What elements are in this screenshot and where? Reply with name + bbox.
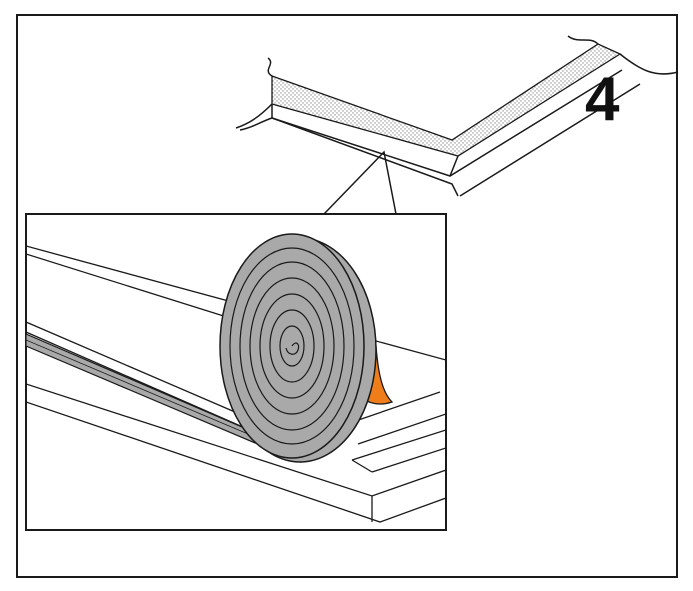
frame-corner-overview (235, 35, 679, 215)
detail-inset-content (26, 233, 446, 523)
step-number: 4 (585, 65, 620, 134)
foam-tape-roll-icon (219, 233, 394, 463)
